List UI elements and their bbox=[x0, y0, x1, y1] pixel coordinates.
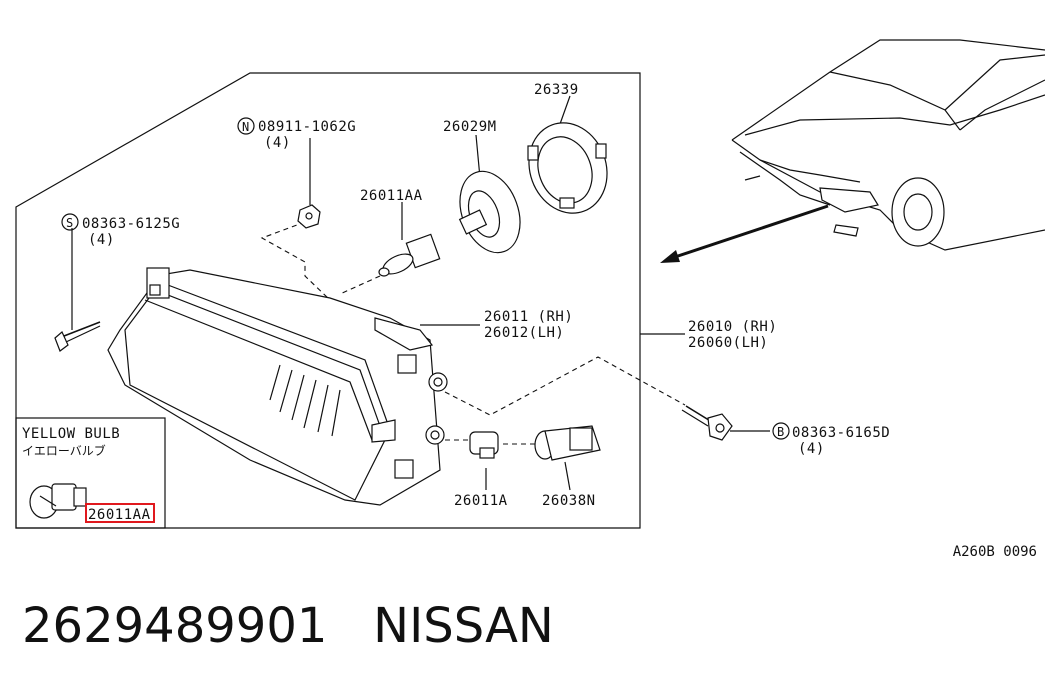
prefix-circle-b bbox=[772, 422, 790, 440]
prefix-circle-s bbox=[61, 213, 79, 231]
footer-caption: 2629489901 NISSAN bbox=[22, 598, 554, 654]
nut-08911 bbox=[297, 204, 321, 229]
label-08911-qty: (4) bbox=[264, 135, 291, 151]
drawing-code: A260B 0096 bbox=[952, 544, 1037, 560]
label-08363-6165d: 08363-6165D bbox=[792, 425, 890, 441]
prefix-circle-n bbox=[237, 117, 255, 135]
label-08363-6125g: 08363-6125G bbox=[82, 216, 180, 232]
label-08363-6125g-qty: (4) bbox=[88, 232, 115, 248]
prefix-b: B bbox=[777, 425, 784, 439]
bulb-26011aa bbox=[378, 233, 441, 277]
car-illustration bbox=[731, 39, 1045, 251]
bulb-26011a bbox=[469, 431, 499, 459]
label-26038n: 26038N bbox=[542, 493, 596, 509]
socket-26038n bbox=[534, 425, 601, 461]
footer-part-number: 2629489901 bbox=[22, 598, 328, 654]
inset-box bbox=[15, 417, 166, 529]
highlight-box bbox=[85, 503, 155, 523]
bolt-08363-6165d bbox=[681, 405, 733, 441]
label-08363-6165d-qty: (4) bbox=[798, 441, 825, 457]
inset-title: YELLOW BULB bbox=[22, 426, 120, 442]
dashed-assembly-lines bbox=[260, 221, 686, 445]
label-26029m: 26029M bbox=[443, 119, 497, 135]
screw-08363-6125g bbox=[54, 321, 101, 352]
label-26010-rh: 26010 (RH) bbox=[688, 319, 777, 335]
headlamp-housing bbox=[107, 267, 448, 506]
ring-26339 bbox=[527, 122, 608, 214]
lens-texture bbox=[269, 364, 341, 437]
label-08911-1062g: 08911-1062G bbox=[258, 119, 356, 135]
prefix-s: S bbox=[66, 216, 73, 230]
cap-26029m bbox=[458, 170, 521, 254]
footer-brand: NISSAN bbox=[373, 598, 554, 654]
label-26011-rh: 26011 (RH) bbox=[484, 309, 573, 325]
label-26339: 26339 bbox=[534, 82, 579, 98]
prefix-n: N bbox=[242, 120, 249, 134]
label-26012-lh: 26012(LH) bbox=[484, 325, 564, 341]
inset-subtitle: イエローバルブ bbox=[22, 443, 106, 458]
inset-bulb bbox=[29, 483, 87, 519]
leader-lines bbox=[71, 95, 770, 491]
label-26011a: 26011A bbox=[454, 493, 508, 509]
location-arrow bbox=[660, 204, 829, 263]
label-26060-lh: 26060(LH) bbox=[688, 335, 768, 351]
inset-part-label: 26011AA bbox=[88, 507, 151, 523]
label-26011aa: 26011AA bbox=[360, 188, 423, 204]
